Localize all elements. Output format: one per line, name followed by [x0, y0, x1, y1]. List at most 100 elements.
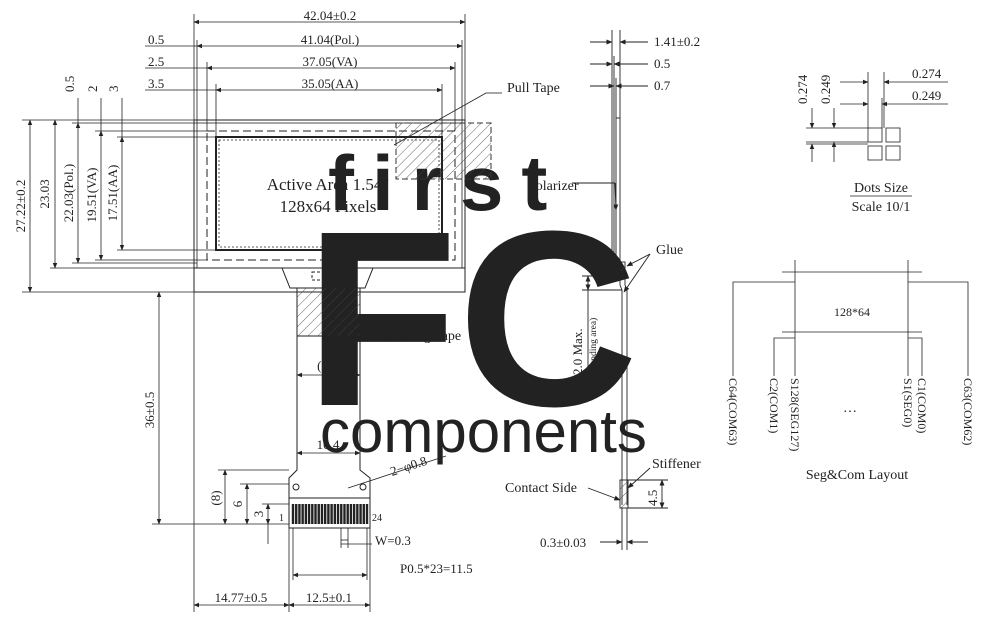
dot-v-pitch: 0.274: [795, 74, 810, 104]
contact-pad: [359, 504, 362, 524]
side-fpc: [619, 276, 623, 505]
side-labels: 1.41±0.2 0.5 0.7 Polarizer Glue 2.0 Max.…: [505, 34, 701, 550]
segcom-label-c64: C64(COM63): [726, 378, 740, 445]
side-glue: [619, 261, 626, 277]
side-dim-total: 1.41±0.2: [654, 34, 700, 49]
polarizer-label: Polarizer: [528, 179, 579, 194]
dim-pol-height: 22.03(Pol.): [61, 164, 76, 223]
active-area-size: Active Area 1.54": [267, 175, 390, 194]
dim-offset-top-va: 2: [85, 86, 100, 93]
watermark: first FC components: [305, 139, 647, 465]
dim-tail-8: (8): [208, 490, 223, 505]
side-dim-pol: 0.7: [654, 78, 671, 93]
dim-offset-aa: 3.5: [148, 76, 164, 91]
contact-pad: [330, 504, 333, 524]
stiffener-label: Stiffener: [652, 457, 701, 472]
dim-fpc-width: (10): [317, 358, 339, 373]
dim-pol-width: 41.04(Pol.): [301, 32, 360, 47]
dim-tail-offset: 14.77±0.5: [215, 590, 268, 605]
glue-label: Glue: [656, 243, 683, 258]
contact-pad: [301, 504, 304, 524]
dim-offset-top-aa: 3: [106, 86, 121, 93]
ic-outline: [311, 271, 343, 281]
contact-side-label: Contact Side: [505, 481, 577, 496]
contact-pad: [362, 504, 365, 524]
dots-title: Dots Size: [854, 181, 908, 196]
contact-pad: [295, 504, 298, 524]
dim-fpc-tail-width: 10.4: [317, 437, 340, 452]
front-dimensions: [22, 14, 502, 612]
active-area-inner: [218, 139, 440, 248]
front-view: [193, 119, 492, 529]
hole-right: [359, 483, 367, 491]
segcom-title: Seg&Com Layout: [806, 468, 908, 483]
contact-pad: [349, 504, 353, 524]
dim-tail-6: 6: [230, 500, 245, 507]
side-dim-glass: 0.5: [654, 56, 670, 71]
front-labels: 42.04±0.2 41.04(Pol.) 37.05(VA) 35.05(AA…: [13, 8, 560, 605]
pull-tape-label: Pull Tape: [507, 81, 560, 96]
watermark-fc: FC: [305, 179, 638, 458]
contact-pad: [327, 504, 330, 524]
contact-pad: [333, 504, 337, 524]
segcom-label-s1: S1(SEG0): [901, 378, 915, 427]
shading-tape: [296, 287, 361, 337]
watermark-components: components: [320, 398, 647, 465]
contact-pads: [291, 504, 369, 524]
dot-h-size: 0.249: [912, 88, 941, 103]
side-stiffener: [619, 479, 629, 509]
shading-tape-label: Shading Tape: [385, 329, 461, 344]
fpc-neck: [281, 267, 374, 289]
segcom-label-c2: C2(COM1): [767, 378, 781, 433]
dot-h-pitch: 0.274: [912, 66, 942, 81]
contact-pad: [291, 504, 295, 524]
dim-tail-3: 3: [251, 511, 266, 518]
segcom-label-s128: S128(SEG127): [788, 378, 802, 451]
fpc-tail: [288, 448, 371, 529]
contact-pad: [307, 504, 311, 524]
matrix-size: 128*64: [834, 305, 870, 319]
side-view: [572, 30, 668, 550]
dim-offset-top-pol: 0.5: [62, 76, 77, 92]
contact-pad: [343, 504, 346, 524]
contact-pad: [346, 504, 349, 524]
contact-pad: [311, 504, 314, 524]
dim-aa-height: 17.51(AA): [105, 165, 120, 222]
contact-pad: [356, 504, 359, 524]
contact-pad: [320, 504, 324, 524]
active-area: [215, 136, 443, 251]
segcom-label-c1: C1(COM0): [915, 378, 929, 433]
dots-detail: [806, 72, 948, 197]
pin-first: 1: [279, 513, 284, 524]
dim-fpc-length: 36±0.5: [142, 392, 157, 428]
dim-va-height: 19.51(VA): [84, 167, 99, 222]
segcom-diagram: [732, 260, 969, 376]
contact-pad: [314, 504, 317, 524]
contact-pad: [340, 504, 343, 524]
contact-pad: [336, 504, 340, 524]
bend-note: (Non-Bending area): [588, 318, 599, 394]
viewing-area: [206, 130, 456, 261]
contact-pad: [365, 504, 369, 524]
side-dim-stiffener: 4.5: [645, 490, 660, 506]
pull-tape: [395, 122, 492, 180]
pin-last: 24: [372, 513, 382, 524]
side-dim-thickness: 0.3±0.03: [540, 535, 586, 550]
pin-pitch: P0.5*23=11.5: [400, 561, 473, 576]
dim-va-width: 37.05(VA): [302, 54, 357, 69]
segcom-labels: 128*64 C64(COM63) C2(COM1) S128(SEG127) …: [726, 305, 975, 483]
contact-pad: [298, 504, 301, 524]
dim-glass-height: 23.03: [37, 179, 52, 208]
bend-label: 2.0 Max.: [570, 328, 585, 375]
pin-width: W=0.3: [375, 533, 411, 548]
segcom-label-c63: C63(COM62): [961, 378, 975, 445]
side-glass: [615, 117, 621, 269]
dim-offset-va: 2.5: [148, 54, 164, 69]
active-area-pixels: 128x64 Pixels: [280, 197, 377, 216]
dim-aa-width: 35.05(AA): [302, 76, 359, 91]
dim-tail-total: 12.5±0.1: [306, 590, 352, 605]
dim-total-height: 27.22±0.2: [13, 180, 28, 233]
contact-pad: [323, 504, 327, 524]
contact-pad: [304, 504, 308, 524]
